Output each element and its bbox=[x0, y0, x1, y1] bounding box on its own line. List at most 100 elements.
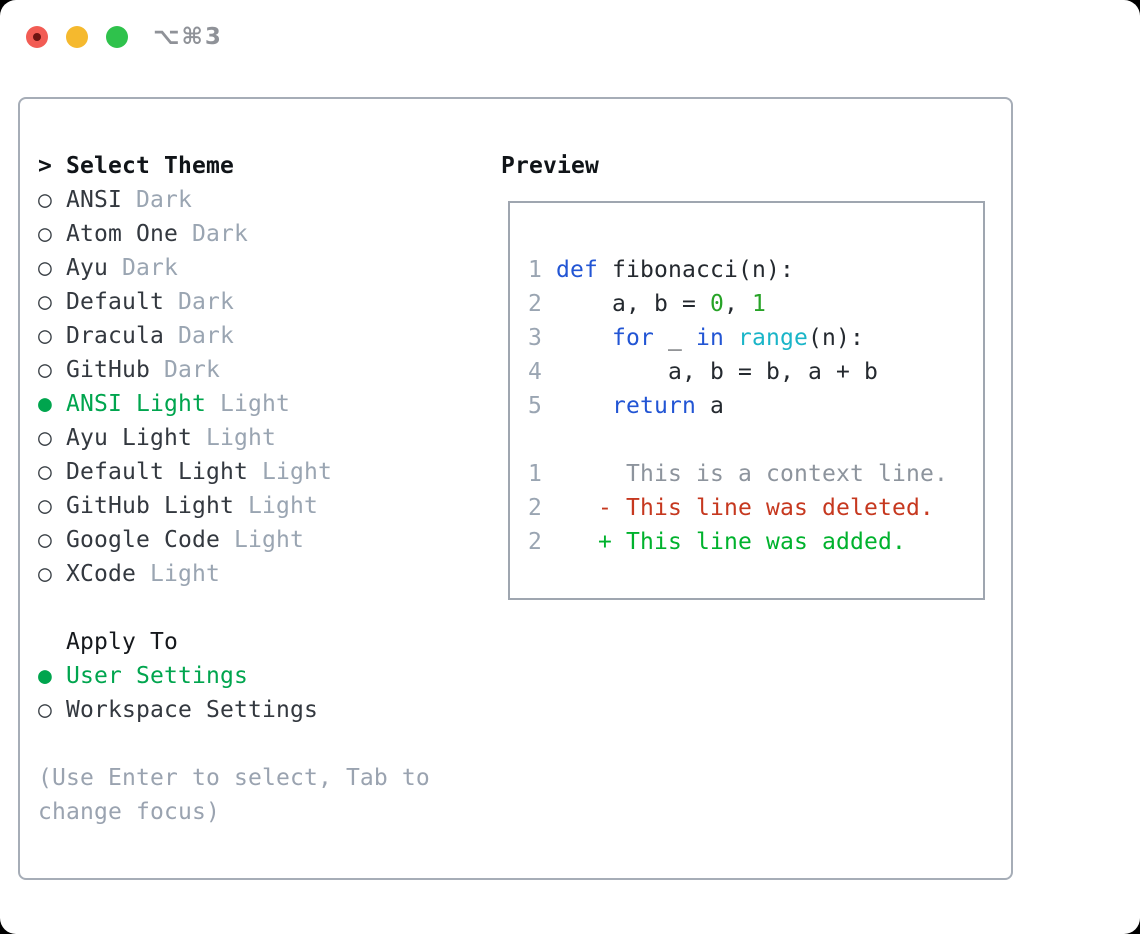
theme-option-ansi-light[interactable]: ● ANSI Light Light bbox=[38, 387, 430, 421]
theme-option-github-light[interactable]: ○ GitHub Light Light bbox=[38, 489, 430, 523]
apply-option-user-settings[interactable]: ● User Settings bbox=[38, 659, 430, 693]
option-label: ANSI bbox=[66, 187, 122, 213]
close-button[interactable] bbox=[26, 26, 48, 48]
number-token: 0 bbox=[709, 291, 724, 317]
keyword-token: in bbox=[696, 325, 724, 351]
variant-label: Light bbox=[136, 561, 220, 587]
radio-off-icon: ○ bbox=[38, 697, 66, 723]
line-number: 1 bbox=[528, 257, 556, 283]
radio-off-icon: ○ bbox=[38, 493, 66, 519]
option-label-selected: User Settings bbox=[66, 663, 248, 689]
option-label: Default bbox=[66, 289, 164, 315]
section-title: Apply To bbox=[66, 629, 178, 655]
code-token: , bbox=[723, 291, 752, 317]
deleted-token: - This line was deleted. bbox=[598, 495, 934, 521]
line-number: 2 bbox=[528, 291, 556, 317]
option-label-selected: ANSI Light bbox=[66, 391, 206, 417]
option-label: GitHub bbox=[66, 357, 150, 383]
preview-pane-title: Preview bbox=[501, 153, 599, 179]
variant-label: Light bbox=[247, 459, 332, 485]
variant-label: Light bbox=[233, 493, 318, 519]
option-label: Dracula bbox=[66, 323, 164, 349]
code-token bbox=[38, 629, 66, 655]
select-theme-header: > Select Theme bbox=[38, 149, 430, 183]
code-line-4: 4 a, b = b, a + b bbox=[528, 355, 948, 389]
radio-off-icon: ○ bbox=[38, 187, 66, 213]
code-token bbox=[556, 325, 612, 351]
variant-label: Dark bbox=[163, 323, 234, 349]
code-token: fibonacci(n): bbox=[598, 257, 794, 283]
code-token: a, b = b, a + b bbox=[556, 359, 878, 385]
code-line-3: 3 for _ in range(n): bbox=[528, 321, 948, 355]
zoom-button[interactable] bbox=[106, 26, 128, 48]
theme-option-google-code-light[interactable]: ○ Google Code Light bbox=[38, 523, 430, 557]
code-line-1: 1 def fibonacci(n): bbox=[528, 253, 948, 287]
variant-label: Dark bbox=[108, 255, 178, 281]
variant-label: Dark bbox=[177, 221, 248, 247]
pane-title: Select Theme bbox=[66, 153, 234, 179]
radio-off-icon: ○ bbox=[38, 527, 66, 553]
radio-on-icon: ● bbox=[38, 663, 66, 689]
theme-selector-window: > Select Theme○ ANSI Dark○ Atom One Dark… bbox=[18, 97, 1013, 880]
code-token: (n): bbox=[808, 325, 864, 351]
option-label: GitHub Light bbox=[66, 493, 234, 519]
variant-label: Dark bbox=[122, 187, 192, 213]
option-label: Workspace Settings bbox=[66, 697, 318, 723]
hint-line-2: change focus) bbox=[38, 795, 430, 829]
theme-option-dracula-dark[interactable]: ○ Dracula Dark bbox=[38, 319, 430, 353]
radio-off-icon: ○ bbox=[38, 323, 66, 349]
theme-option-github-dark[interactable]: ○ GitHub Dark bbox=[38, 353, 430, 387]
line-number: 2 bbox=[528, 529, 556, 555]
code-token: a, b = bbox=[556, 291, 710, 317]
variant-label: Light bbox=[191, 425, 276, 451]
code-token bbox=[556, 495, 598, 521]
theme-list-pane: > Select Theme○ ANSI Dark○ Atom One Dark… bbox=[38, 149, 430, 829]
prompt-icon: > bbox=[38, 153, 66, 179]
theme-option-xcode-light[interactable]: ○ XCode Light bbox=[38, 557, 430, 591]
line-number: 4 bbox=[528, 359, 556, 385]
option-label: Google Code bbox=[66, 527, 220, 553]
minimize-button[interactable] bbox=[66, 26, 88, 48]
theme-option-default-light[interactable]: ○ Default Light Light bbox=[38, 455, 430, 489]
line-number: 3 bbox=[528, 325, 556, 351]
number-token: 1 bbox=[751, 291, 766, 317]
builtin-token: range bbox=[738, 325, 808, 351]
theme-option-atom-one-dark[interactable]: ○ Atom One Dark bbox=[38, 217, 430, 251]
radio-off-icon: ○ bbox=[38, 425, 66, 451]
radio-off-icon: ○ bbox=[38, 561, 66, 587]
code-token: a bbox=[695, 393, 724, 419]
line-number: 2 bbox=[528, 495, 556, 521]
code-token: _ bbox=[654, 325, 696, 351]
radio-off-icon: ○ bbox=[38, 255, 66, 281]
hint-text: (Use Enter to select, Tab to bbox=[38, 765, 430, 791]
code-line-5: 5 return a bbox=[528, 389, 948, 423]
code-token bbox=[556, 529, 598, 555]
theme-option-ansi-dark[interactable]: ○ ANSI Dark bbox=[38, 183, 430, 217]
spacer-line bbox=[528, 423, 948, 457]
theme-option-ayu-light[interactable]: ○ Ayu Light Light bbox=[38, 421, 430, 455]
option-label: Atom One bbox=[66, 221, 178, 247]
line-number: 1 bbox=[528, 461, 556, 487]
diff-deleted-line: 2 - This line was deleted. bbox=[528, 491, 948, 525]
radio-off-icon: ○ bbox=[38, 289, 66, 315]
hint-text: change focus) bbox=[38, 799, 220, 825]
variant-label: Dark bbox=[163, 289, 234, 315]
radio-off-icon: ○ bbox=[38, 459, 66, 485]
code-token bbox=[556, 393, 612, 419]
diff-context-line: 1 This is a context line. bbox=[528, 457, 948, 491]
radio-on-icon: ● bbox=[38, 391, 66, 417]
option-label: Default Light bbox=[66, 459, 248, 485]
theme-option-ayu-dark[interactable]: ○ Ayu Dark bbox=[38, 251, 430, 285]
keyword-token: for bbox=[612, 325, 654, 351]
code-line-2: 2 a, b = 0, 1 bbox=[528, 287, 948, 321]
spacer-line bbox=[38, 727, 430, 761]
variant-label: Light bbox=[205, 391, 290, 417]
apply-option-workspace-settings[interactable]: ○ Workspace Settings bbox=[38, 693, 430, 727]
variant-label: Dark bbox=[149, 357, 220, 383]
theme-option-default-dark[interactable]: ○ Default Dark bbox=[38, 285, 430, 319]
code-token bbox=[724, 325, 738, 351]
context-token: This is a context line. bbox=[626, 461, 948, 487]
